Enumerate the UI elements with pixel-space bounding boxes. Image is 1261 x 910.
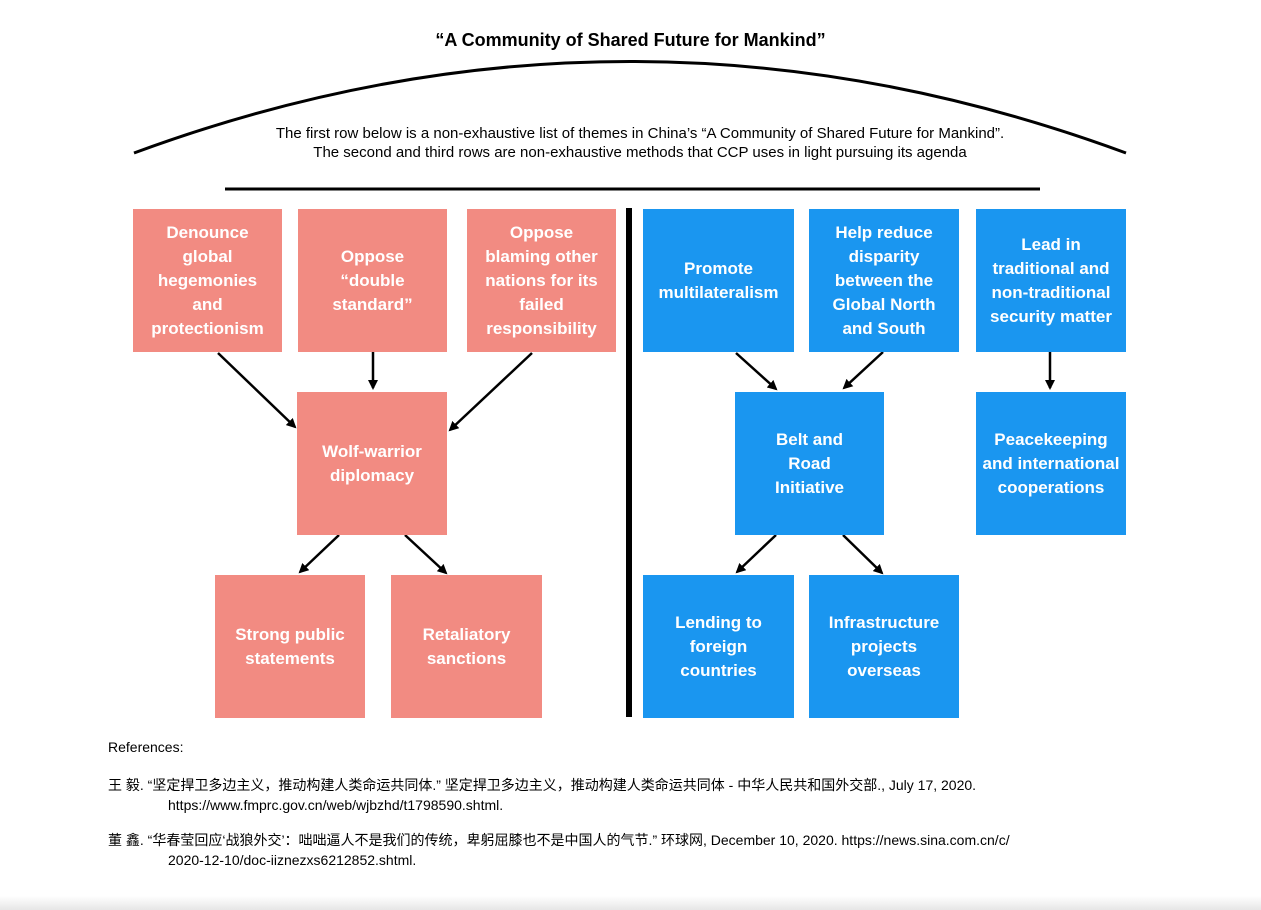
- theme-box-denounce-hegemonies: Denounce global hegemonies and protectio…: [133, 209, 282, 352]
- theme-label: Lead in traditional and non-traditional …: [990, 234, 1112, 326]
- arrow-bri-to-infrastructure: [842, 534, 884, 575]
- reference-citation: 王 毅. “坚定捍卫多边主义，推动构建人类命运共同体.” 坚定捍卫多边主义，推动…: [108, 777, 977, 793]
- arrow-disparity-to-bri: [842, 351, 884, 390]
- theme-box-oppose-blaming: Oppose blaming other nations for its fai…: [467, 209, 616, 352]
- outcome-label: Lending to foreign countries: [675, 612, 762, 680]
- outcome-box-infrastructure: Infrastructure projects overseas: [809, 575, 959, 718]
- page-bottom-edge: [0, 896, 1261, 910]
- reference-url[interactable]: 2020-12-10/doc-iiznezxs6212852.shtml.: [168, 852, 417, 868]
- outcome-label: Retaliatory sanctions: [422, 624, 511, 668]
- outcome-label: Infrastructure projects overseas: [828, 612, 940, 680]
- reference-item: 董 鑫. “华春莹回应‘战狼外交’：咄咄逼人不是我们的传统，卑躬屈膝也不是中国人…: [108, 830, 1208, 870]
- outcome-box-public-statements: Strong public statements: [215, 575, 365, 718]
- arrow-bri-to-lending: [735, 534, 777, 574]
- theme-label: Help reduce disparity between the Global…: [832, 222, 936, 338]
- outcome-label: Strong public statements: [235, 624, 345, 668]
- theme-box-oppose-double-standard: Oppose “double standard”: [298, 209, 447, 352]
- reference-url[interactable]: https://www.fmprc.gov.cn/web/wjbzhd/t179…: [168, 797, 504, 813]
- intro-line-2: The second and third rows are non-exhaus…: [313, 144, 967, 161]
- method-label: Wolf-warrior diplomacy: [322, 441, 422, 485]
- theme-box-security-matter: Lead in traditional and non-traditional …: [976, 209, 1126, 352]
- theme-label: Denounce global hegemonies and protectio…: [151, 222, 264, 338]
- diagram-title: “A Community of Shared Future for Mankin…: [435, 30, 826, 50]
- arrow-denounce-to-wolf: [217, 352, 297, 429]
- arrow-wolf-to-statements: [298, 534, 340, 574]
- intro-line-1: The first row below is a non-exhaustive …: [275, 125, 1005, 142]
- method-label: Belt and Road Initiative: [775, 429, 844, 497]
- reference-citation: 董 鑫. “华春莹回应‘战狼外交’：咄咄逼人不是我们的传统，卑躬屈膝也不是中国人…: [108, 832, 1010, 848]
- arrow-wolf-to-sanctions: [404, 534, 448, 575]
- theme-box-promote-multilateralism: Promote multilateralism: [643, 209, 794, 352]
- method-label: Peacekeeping and international cooperati…: [982, 429, 1120, 497]
- references-section: References: 王 毅. “坚定捍卫多边主义，推动构建人类命运共同体.”…: [108, 737, 1208, 885]
- reference-item: 王 毅. “坚定捍卫多边主义，推动构建人类命运共同体.” 坚定捍卫多边主义，推动…: [108, 775, 1208, 815]
- theme-box-reduce-disparity: Help reduce disparity between the Global…: [809, 209, 959, 352]
- intro-text: The first row below is a non-exhaustive …: [240, 124, 1040, 162]
- theme-label: Promote multilateralism: [658, 258, 779, 302]
- method-box-belt-and-road: Belt and Road Initiative: [735, 392, 884, 535]
- theme-label: Oppose “double standard”: [332, 246, 413, 314]
- umbrella-arc: [133, 60, 1127, 155]
- theme-label: Oppose blaming other nations for its fai…: [485, 222, 598, 338]
- outcome-box-retaliatory-sanctions: Retaliatory sanctions: [391, 575, 542, 718]
- arrow-blaming-to-wolf: [448, 352, 533, 432]
- arrow-multilateral-to-bri: [735, 352, 778, 391]
- method-box-peacekeeping: Peacekeeping and international cooperati…: [976, 392, 1126, 535]
- method-box-wolf-warrior: Wolf-warrior diplomacy: [297, 392, 447, 535]
- outcome-box-lending: Lending to foreign countries: [643, 575, 794, 718]
- references-heading: References:: [108, 739, 184, 755]
